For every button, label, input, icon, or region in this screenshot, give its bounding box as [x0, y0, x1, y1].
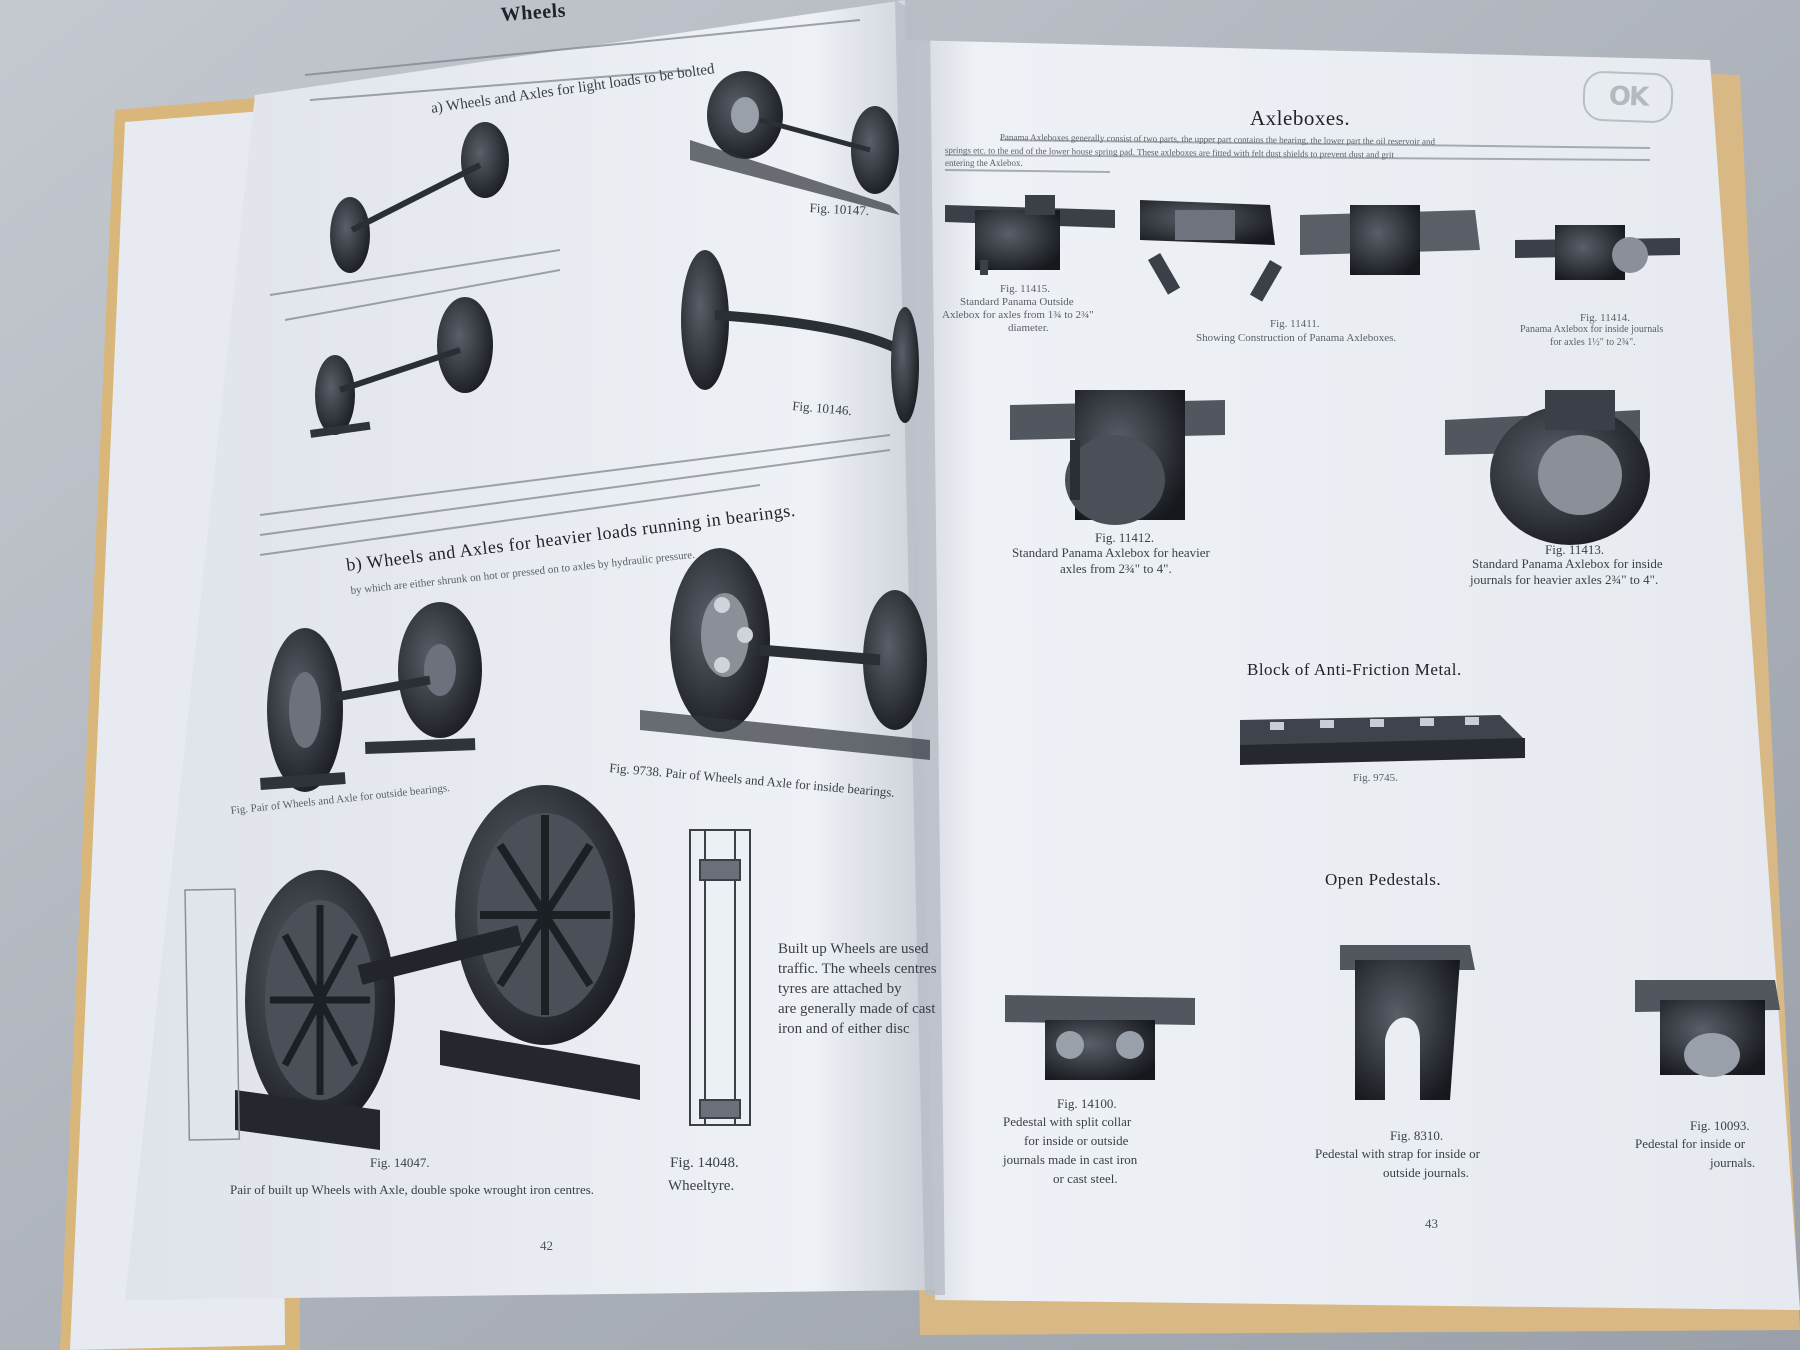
- fig-10093-desc-1: Pedestal for inside or: [1635, 1136, 1746, 1151]
- fig-11412-desc-2: axles from 2¾" to 4".: [1060, 561, 1172, 576]
- fig-8310-desc-1: Pedestal with strap for inside or: [1315, 1146, 1480, 1161]
- fig-9745: Fig. 9745.: [1353, 772, 1398, 784]
- built-up-text-2: traffic. The wheels centres: [778, 961, 937, 977]
- axlebox-11413: [1445, 390, 1650, 545]
- fig-11414-desc-2: for axles 1½" to 2¾".: [1550, 337, 1636, 348]
- built-up-text-1: Built up Wheels are used: [778, 941, 929, 957]
- fig-11411-desc: Showing Construction of Panama Axleboxes…: [1196, 332, 1397, 344]
- pedestal-14100: [1005, 995, 1195, 1080]
- fig-14100-desc-4: or cast steel.: [1053, 1171, 1118, 1186]
- intro-line-3: entering the Axlebox.: [945, 158, 1023, 168]
- right-intro-lines: [944, 139, 1651, 173]
- left-page-number: 42: [540, 1238, 553, 1253]
- fig-14100: Fig. 14100.: [1057, 1096, 1117, 1111]
- wheeltyre-label: Wheeltyre.: [668, 1178, 735, 1194]
- fig-8310-desc-2: outside journals.: [1383, 1165, 1469, 1180]
- company-logo: OK: [1582, 70, 1674, 124]
- fig-14100-desc-1: Pedestal with split collar: [1003, 1114, 1132, 1129]
- outline-figure: [184, 888, 241, 1141]
- wheelset-9738: [640, 548, 930, 760]
- pedestal-10093: [1635, 980, 1780, 1077]
- fig-11413: Fig. 11413.: [1545, 542, 1605, 557]
- anti-friction-block: [1240, 715, 1525, 765]
- wheelset-outside-bearings: [260, 602, 482, 792]
- block-anti-friction-heading: Block of Anti-Friction Metal.: [1247, 660, 1462, 679]
- fig-11414-desc-1: Panama Axlebox for inside journals: [1520, 324, 1664, 335]
- fig-11415-desc-3: diameter.: [1008, 322, 1049, 334]
- fig-11413-desc-1: Standard Panama Axlebox for inside: [1472, 556, 1663, 571]
- fig-10147: Fig. 10147.: [809, 200, 870, 219]
- fig-14047: Fig. 14047.: [370, 1155, 430, 1170]
- wheelset-light-1: [330, 122, 509, 273]
- fig-14100-desc-3: journals made in cast iron: [1003, 1152, 1138, 1167]
- fig-14100-desc-2: for inside or outside: [1024, 1133, 1129, 1148]
- wheelset-10147: [690, 71, 900, 215]
- wheelset-light-2: [310, 297, 493, 438]
- wheelset-14047: [235, 785, 640, 1150]
- fig-14048: Fig. 14048.: [670, 1155, 739, 1171]
- pedestal-8310: [1340, 945, 1475, 1100]
- axlebox-11415: [945, 195, 1115, 275]
- fig-8310: Fig. 8310.: [1390, 1128, 1444, 1143]
- right-page: [905, 40, 1800, 1310]
- axlebox-11414: [1515, 225, 1680, 280]
- fig-11412-desc-1: Standard Panama Axlebox for heavier: [1012, 545, 1210, 560]
- fig-built-up-caption: Pair of built up Wheels with Axle, doubl…: [230, 1182, 595, 1197]
- axlebox-11411-parts: [1140, 200, 1480, 302]
- built-up-text-3: tyres are attached by: [778, 981, 902, 997]
- fig-11412: Fig. 11412.: [1095, 530, 1155, 545]
- axleboxes-title: Axleboxes.: [1250, 106, 1351, 130]
- axlebox-11412: [1010, 390, 1225, 525]
- built-up-text-5: iron and of either disc: [778, 1021, 910, 1037]
- fig-10093: Fig. 10093.: [1690, 1118, 1750, 1133]
- fig-11415: Fig. 11415.: [1000, 283, 1051, 295]
- left-text-lines: [259, 19, 891, 556]
- fig-10093-desc-2: journals.: [1710, 1155, 1756, 1170]
- open-pedestals-heading: Open Pedestals.: [1325, 870, 1442, 889]
- fig-11415-desc-1: Standard Panama Outside: [960, 296, 1074, 308]
- fig-11414: Fig. 11414.: [1580, 312, 1631, 324]
- wheeltyre-section: [689, 829, 751, 1126]
- right-page-number: 43: [1425, 1216, 1438, 1231]
- fig-11413-desc-2: journals for heavier axles 2¾" to 4".: [1470, 572, 1659, 587]
- fig-11411: Fig. 11411.: [1270, 318, 1320, 330]
- wheelset-10146: [681, 250, 919, 423]
- built-up-text-4: are generally made of cast: [778, 1001, 936, 1017]
- left-top-heading: Wheels: [500, 0, 567, 26]
- fig-11415-desc-2: Axlebox for axles from 1¾ to 2¾": [942, 309, 1094, 321]
